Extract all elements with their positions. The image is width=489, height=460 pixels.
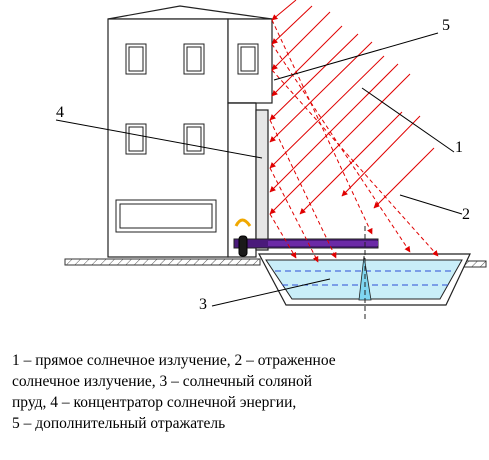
label-4: 4 xyxy=(56,104,64,121)
caption-line: солнечное излучение, 3 – солнечный солян… xyxy=(12,373,313,390)
solar-pond-diagram: 5 1 2 4 3 xyxy=(55,0,487,322)
window-wide xyxy=(115,199,217,233)
window xyxy=(125,123,147,155)
window xyxy=(237,43,259,75)
caption-line: 1 – прямое солнечное излучение, 2 – отра… xyxy=(12,352,336,369)
window xyxy=(125,43,147,75)
label-5: 5 xyxy=(442,17,450,34)
caption-line: пруд, 4 – концентратор солнечной энергии… xyxy=(12,394,297,411)
label-1: 1 xyxy=(455,139,463,156)
window xyxy=(183,123,205,155)
concentrator xyxy=(255,109,269,251)
salt-pond xyxy=(258,226,471,322)
label-2: 2 xyxy=(462,206,470,223)
window xyxy=(183,43,205,75)
leader-lines xyxy=(55,32,463,307)
label-3: 3 xyxy=(199,296,207,313)
reflected-rays xyxy=(269,19,439,263)
caption-line: 5 – дополнительный отражатель xyxy=(12,415,226,432)
direct-rays xyxy=(269,0,435,215)
figure-caption: 1 – прямое солнечное излучение, 2 – отра… xyxy=(12,350,482,434)
building xyxy=(107,5,273,258)
